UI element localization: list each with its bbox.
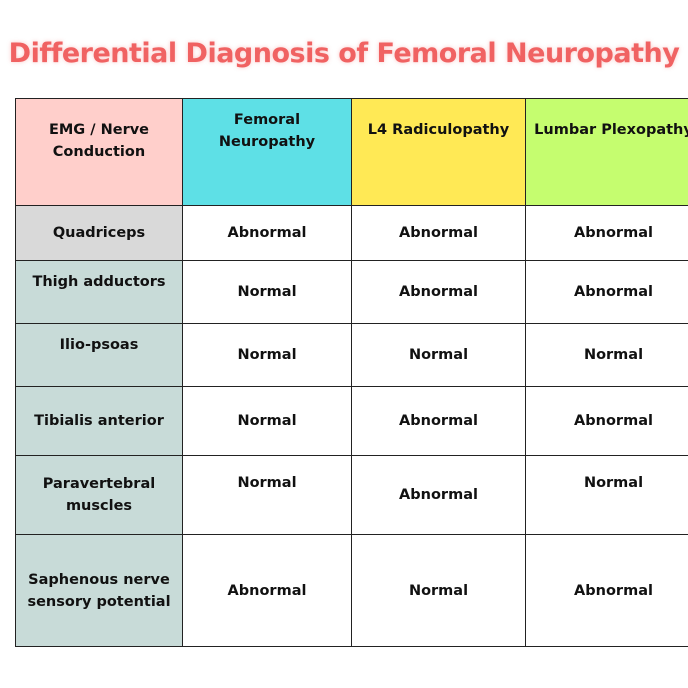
table-cell: Abnormal [182,205,352,261]
page-title: Differential Diagnosis of Femoral Neurop… [8,38,680,69]
table-cell: Abnormal [525,534,688,647]
header-row: EMG / Nerve Conduction Femoral Neuropath… [15,98,688,206]
row-label: Tibialis anterior [15,386,183,456]
table-cell: Abnormal [351,205,526,261]
table-row: Paravertebral muscles Normal Abnormal No… [15,455,688,535]
table-cell: Abnormal [351,386,526,456]
table-cell: Abnormal [182,534,352,647]
table-cell: Abnormal [351,260,526,324]
table-cell: Normal [182,386,352,456]
table-cell: Normal [351,323,526,387]
table-cell: Normal [525,455,688,535]
table-row: Quadriceps Abnormal Abnormal Abnormal [15,205,688,261]
table-cell: Normal [182,323,352,387]
row-label: Saphenous nerve sensory potential [15,534,183,647]
table-row: Ilio-psoas Normal Normal Normal [15,323,688,387]
table-row: Thigh adductors Normal Abnormal Abnormal [15,260,688,324]
table-cell: Normal [525,323,688,387]
table-cell: Normal [182,455,352,535]
table-cell: Normal [351,534,526,647]
table-row: Tibialis anterior Normal Abnormal Abnorm… [15,386,688,456]
table-cell: Abnormal [525,260,688,324]
table-row: Saphenous nerve sensory potential Abnorm… [15,534,688,647]
row-label: Paravertebral muscles [15,455,183,535]
header-l4-radiculopathy: L4 Radiculopathy [351,98,526,206]
diagnosis-table: EMG / Nerve Conduction Femoral Neuropath… [15,98,688,647]
header-femoral-neuropathy: Femoral Neuropathy [182,98,352,206]
row-label: Thigh adductors [15,260,183,324]
table-cell: Normal [182,260,352,324]
header-lumbar-plexopathy: Lumbar Plexopathy [525,98,688,206]
table-cell: Abnormal [525,205,688,261]
table-cell: Abnormal [525,386,688,456]
header-emg: EMG / Nerve Conduction [15,98,183,206]
row-label: Ilio-psoas [15,323,183,387]
row-label: Quadriceps [15,205,183,261]
table-cell: Abnormal [351,455,526,535]
